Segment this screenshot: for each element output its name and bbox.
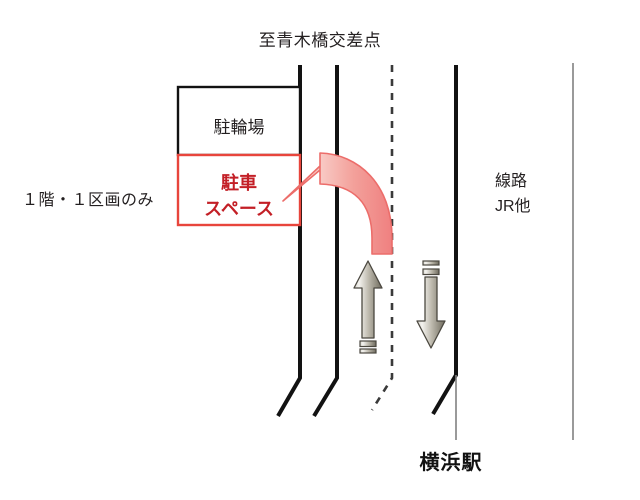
label-parking-space: 駐車 スペース (204, 173, 274, 220)
label-yokohama-station: 横浜駅 (419, 452, 483, 474)
road-kerb-east (431, 65, 458, 416)
route-arrow-to-parking (282, 152, 393, 255)
traffic-arrow-northbound (353, 260, 383, 354)
bicycle-parking-box (176, 85, 302, 157)
label-to-aokibashi-intersection: 至青木橋交差点 (258, 31, 382, 50)
label-railway-jr: 線路 JR他 (495, 173, 531, 215)
label-floor-and-section-note: １階・１区画のみ (22, 192, 155, 209)
road-kerb-center-west (312, 65, 339, 418)
traffic-arrow-southbound (416, 260, 446, 349)
label-bicycle-parking: 駐輪場 (213, 118, 265, 137)
parking-space-box (176, 153, 302, 227)
road-center-dashed-line (370, 65, 394, 411)
